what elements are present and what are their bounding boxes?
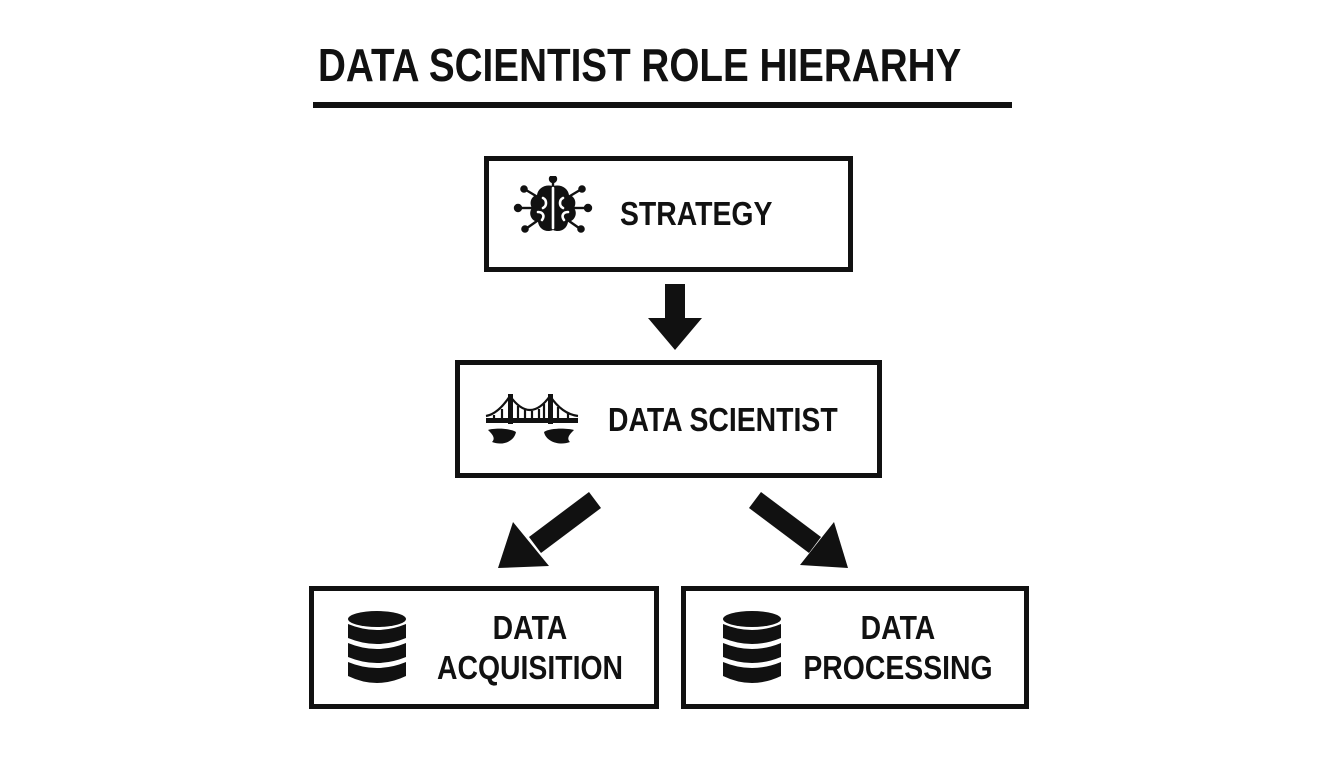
node-data-processing-line2: PROCESSING bbox=[803, 649, 993, 686]
bridge-icon bbox=[485, 394, 579, 444]
arrow-data-scientist-to-acquisition bbox=[498, 492, 601, 568]
database-icon bbox=[348, 611, 406, 683]
diagram-title: DATA SCIENTIST ROLE HIERARHY bbox=[318, 39, 962, 91]
arrow-data-scientist-to-processing bbox=[749, 492, 848, 568]
title-underline bbox=[313, 102, 1012, 108]
database-icon bbox=[723, 611, 781, 683]
node-data-processing-label: DATA PROCESSING bbox=[778, 608, 1018, 688]
node-strategy-label: STRATEGY bbox=[620, 195, 773, 232]
node-data-processing-line1: DATA bbox=[860, 609, 936, 646]
node-data-scientist bbox=[455, 360, 882, 478]
node-data-scientist-label: DATA SCIENTIST bbox=[608, 401, 838, 438]
node-data-acquisition-line2: ACQUISITION bbox=[436, 649, 624, 686]
brain-network-icon bbox=[513, 176, 593, 233]
node-data-acquisition-label: DATA ACQUISITION bbox=[410, 608, 650, 688]
node-data-acquisition bbox=[309, 586, 659, 709]
node-data-acquisition-line1: DATA bbox=[492, 609, 568, 646]
arrow-strategy-to-data-scientist bbox=[648, 284, 702, 350]
node-data-processing bbox=[681, 586, 1029, 709]
